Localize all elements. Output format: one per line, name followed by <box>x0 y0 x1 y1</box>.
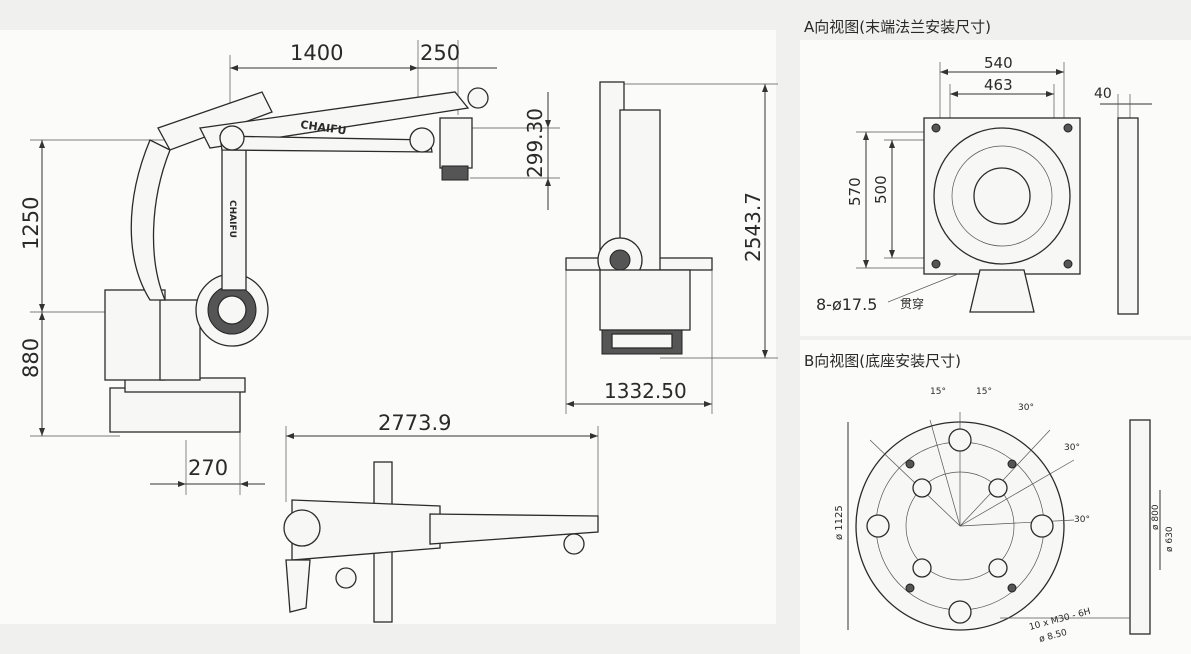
view-b-hole-callout: ø 8.50 <box>1038 628 1068 645</box>
angle-4: 30° <box>1074 515 1090 525</box>
dim-thickness: 40 <box>1094 86 1112 102</box>
angle-1: 15° <box>976 387 992 397</box>
dim-inner-width: 463 <box>984 76 1013 94</box>
angle-0: 15° <box>930 387 946 397</box>
view-a: A向视图(末端法兰安装尺寸) 540 463 40 <box>804 18 1152 315</box>
view-b-title: B向视图(底座安装尺寸) <box>804 352 961 370</box>
view-b: B向视图(底座安装尺寸) <box>804 352 1175 645</box>
dim-side-b: ø 800 <box>1151 504 1161 530</box>
brand-mark-arm: CHAIFU <box>300 118 348 137</box>
dim-base-offset: 270 <box>188 456 228 480</box>
angle-3: 30° <box>1064 443 1080 453</box>
dim-reach: 1400 <box>290 41 343 65</box>
dim-outer-height: 570 <box>846 177 864 206</box>
top-view: 2773.9 <box>283 411 599 623</box>
dim-wrist-height: 299.30 <box>523 108 547 178</box>
brand-mark-column: CHAIFU <box>227 200 237 238</box>
dim-inner-height: 500 <box>872 175 890 204</box>
side-view: 1400 250 1250 880 299.30 <box>19 40 560 495</box>
dim-total-height: 2543.7 <box>741 192 765 262</box>
view-a-hole-callout: 8-ø17.5 <box>816 295 877 314</box>
view-a-hole-note: 贯穿 <box>900 296 924 311</box>
angle-2: 30° <box>1018 403 1034 413</box>
dim-total-length: 2773.9 <box>378 411 451 435</box>
dim-wrist-offset: 250 <box>420 41 460 65</box>
dim-side-a: ø 630 <box>1165 526 1175 552</box>
dim-base-height: 880 <box>19 338 43 378</box>
view-a-title: A向视图(末端法兰安装尺寸) <box>804 18 991 36</box>
front-view: 2543.7 1332.50 <box>565 81 778 414</box>
dim-outer-diameter: ø 1125 <box>834 505 845 540</box>
dim-outer-width: 540 <box>984 54 1013 72</box>
bolt-holes <box>866 428 1054 624</box>
dim-width: 1332.50 <box>604 379 687 403</box>
dim-upper-height: 1250 <box>19 197 43 250</box>
